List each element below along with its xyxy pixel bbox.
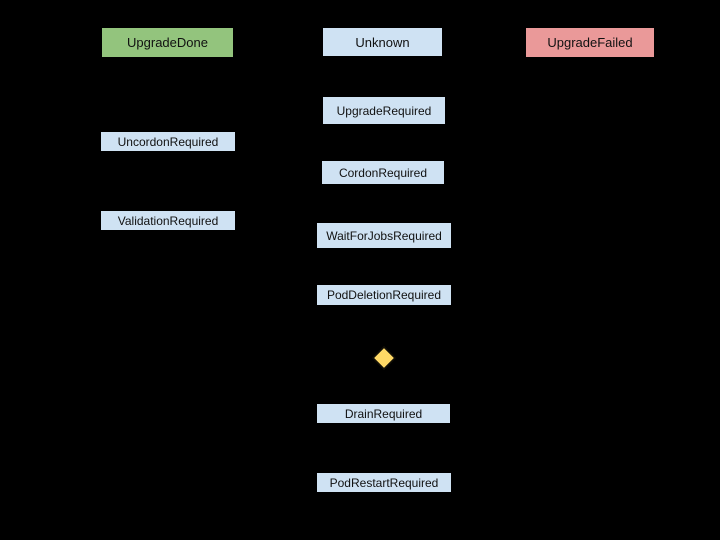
state-pod-deletion-required: PodDeletionRequired <box>316 284 452 306</box>
state-upgrade-required: UpgradeRequired <box>322 96 446 125</box>
state-unknown: Unknown <box>322 27 443 57</box>
state-drain-required: DrainRequired <box>316 403 451 424</box>
state-pod-restart-required: PodRestartRequired <box>316 472 452 493</box>
state-upgrade-done: UpgradeDone <box>101 27 234 58</box>
state-cordon-required: CordonRequired <box>321 160 445 185</box>
decision-diamond-icon <box>372 346 396 370</box>
state-wait-for-jobs-required: WaitForJobsRequired <box>316 222 452 249</box>
state-upgrade-failed: UpgradeFailed <box>525 27 655 58</box>
state-uncordon-required: UncordonRequired <box>100 131 236 152</box>
state-validation-required: ValidationRequired <box>100 210 236 231</box>
